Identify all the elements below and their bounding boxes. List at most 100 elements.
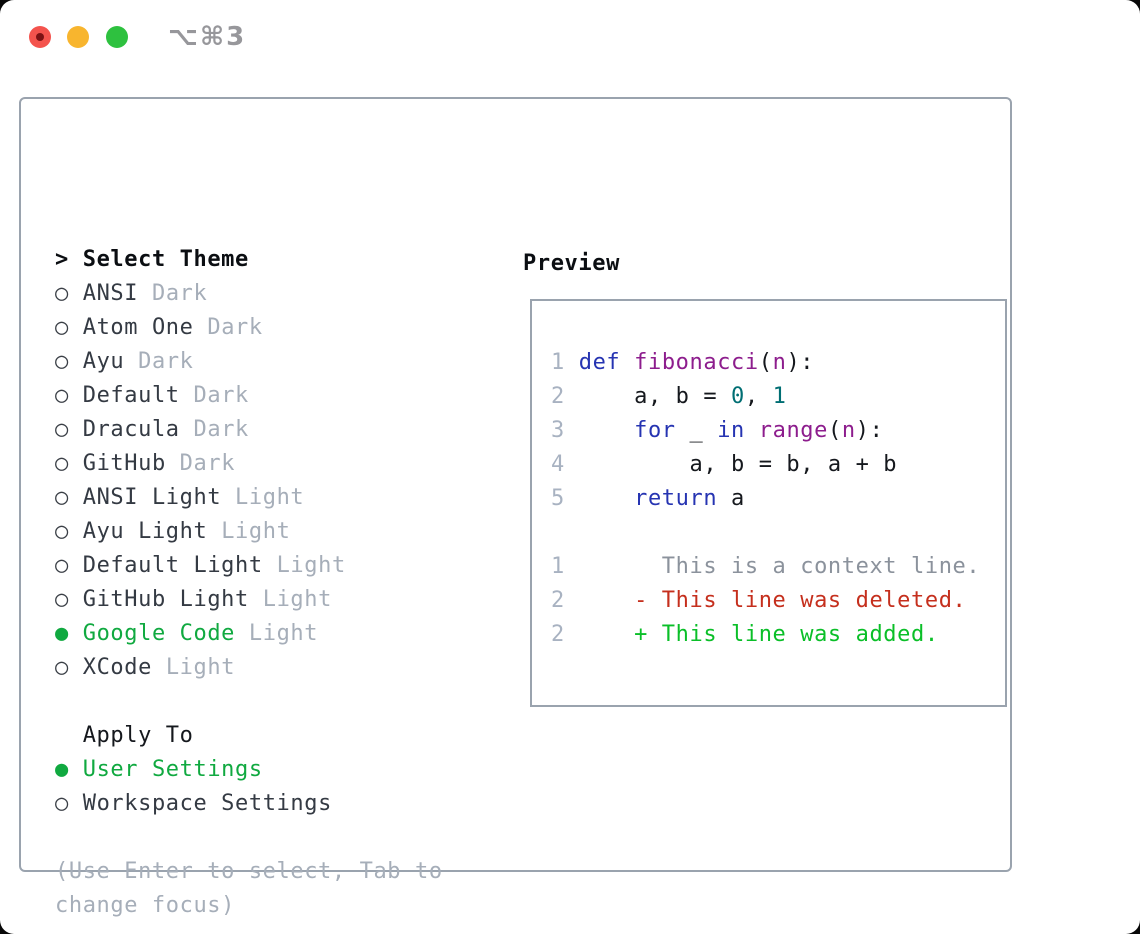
theme-variant: Dark <box>138 349 194 374</box>
radio-icon: ○ <box>55 519 69 544</box>
line-number: 3 <box>551 418 565 443</box>
theme-variant: Light <box>221 519 291 544</box>
theme-variant: Light <box>235 485 305 510</box>
code-segment-plain <box>745 418 759 443</box>
line-number: 1 <box>551 350 565 375</box>
theme-selector-column: > Select Theme ○ ANSI Dark○ Atom One Dar… <box>55 243 495 923</box>
theme-name: Default <box>82 383 180 408</box>
theme-option-xcode[interactable]: ○ XCode Light <box>55 651 495 685</box>
help-text: (Use Enter to select, Tab to change focu… <box>55 859 443 918</box>
select-theme-header: > Select Theme <box>55 243 495 277</box>
theme-variant: Light <box>165 655 236 680</box>
radio-icon: ○ <box>55 315 69 340</box>
theme-variant: Dark <box>151 281 208 306</box>
theme-variant: Dark <box>207 315 263 340</box>
code-segment-keyword: in <box>717 418 745 443</box>
theme-list: ○ ANSI Dark○ Atom One Dark○ Ayu Dark○ De… <box>55 277 495 685</box>
theme-option-default-light[interactable]: ○ Default Light Light <box>55 549 495 583</box>
apply-option-user-settings[interactable]: ● User Settings <box>55 753 495 787</box>
code-segment-plain: a, b = b, a + b <box>578 452 898 477</box>
radio-icon: ○ <box>55 451 69 476</box>
apply-to-list: ● User Settings○ Workspace Settings <box>55 753 495 821</box>
theme-name: GitHub Light <box>82 587 249 612</box>
theme-name: Ayu Light <box>82 519 208 544</box>
code-segment-plain: ( <box>828 418 842 443</box>
theme-name: ANSI Light <box>82 485 222 510</box>
theme-option-github-light[interactable]: ○ GitHub Light Light <box>55 583 495 617</box>
line-number: 2 <box>551 622 565 647</box>
apply-option-label: User Settings <box>82 757 263 782</box>
line-number: 2 <box>551 588 565 613</box>
code-segment-literal: 0 <box>731 384 745 409</box>
preview-line: 2 + This line was added. <box>551 618 1005 652</box>
preview-line: 2 - This line was deleted. <box>551 584 1005 618</box>
line-number: 2 <box>551 384 565 409</box>
code-segment-function: n <box>841 418 856 443</box>
code-segment-function: n <box>772 350 787 375</box>
zoom-button[interactable] <box>106 26 128 48</box>
apply-option-workspace-settings[interactable]: ○ Workspace Settings <box>55 787 495 821</box>
unsaved-changes-dot <box>36 33 44 41</box>
code-segment-plain: a, b = <box>578 384 732 409</box>
radio-icon: ○ <box>55 791 69 816</box>
code-segment-plain: ( <box>758 350 773 375</box>
line-number: 1 <box>551 554 565 579</box>
theme-variant: Dark <box>179 451 236 476</box>
selected-radio-icon: ● <box>55 757 69 782</box>
radio-icon: ○ <box>55 553 69 578</box>
preview-title: Preview <box>523 251 620 276</box>
code-segment-plain: , <box>744 384 773 409</box>
theme-name: XCode <box>82 655 152 680</box>
apply-to-header: Apply To <box>55 719 495 753</box>
theme-option-default[interactable]: ○ Default Dark <box>55 379 495 413</box>
theme-name: Dracula <box>82 417 180 442</box>
preview-line: 4 a, b = b, a + b <box>551 448 1005 482</box>
radio-icon: ○ <box>55 587 69 612</box>
code-segment-deleted: - This line was deleted. <box>578 588 967 613</box>
apply-to-header-label: Apply To <box>82 723 194 748</box>
code-segment-context: This is a context line. <box>578 554 981 579</box>
theme-variant: Dark <box>193 417 249 442</box>
preview-line: 1 This is a context line. <box>551 550 1005 584</box>
code-segment-keyword: return <box>634 486 718 511</box>
main-panel: > Select Theme ○ ANSI Dark○ Atom One Dar… <box>19 97 1012 918</box>
theme-name: GitHub <box>82 451 166 476</box>
theme-name: Atom One <box>82 315 194 340</box>
code-segment-function: range <box>758 418 828 443</box>
theme-name: Default Light <box>82 553 263 578</box>
theme-option-google-code[interactable]: ● Google Code Light <box>55 617 495 651</box>
radio-icon: ○ <box>55 383 69 408</box>
radio-icon: ○ <box>55 417 69 442</box>
radio-icon: ○ <box>55 281 69 306</box>
theme-option-atom-one[interactable]: ○ Atom One Dark <box>55 311 495 345</box>
preview-line: 1 def fibonacci(n): <box>551 346 1005 380</box>
code-segment-literal: 1 <box>772 384 787 409</box>
preview-line: 5 return a <box>551 482 1005 516</box>
theme-option-ansi[interactable]: ○ ANSI Dark <box>55 277 495 311</box>
code-segment-keyword: def <box>578 350 621 375</box>
spacer <box>55 685 495 719</box>
theme-variant: Dark <box>193 383 249 408</box>
theme-name: ANSI <box>82 281 139 306</box>
code-segment-plain <box>620 350 634 375</box>
radio-icon: ○ <box>55 485 69 510</box>
theme-name: Ayu <box>82 349 125 374</box>
minimize-button[interactable] <box>67 26 89 48</box>
theme-option-ansi-light[interactable]: ○ ANSI Light Light <box>55 481 495 515</box>
apply-option-label: Workspace Settings <box>82 791 332 816</box>
theme-option-dracula[interactable]: ○ Dracula Dark <box>55 413 495 447</box>
close-button[interactable] <box>29 26 51 48</box>
code-segment-plain: a <box>717 486 745 511</box>
theme-variant: Light <box>248 621 319 646</box>
theme-option-ayu-light[interactable]: ○ Ayu Light Light <box>55 515 495 549</box>
radio-icon: ○ <box>55 349 69 374</box>
preview-line: 2 a, b = 0, 1 <box>551 380 1005 414</box>
titlebar: ⌥⌘3 <box>0 0 1140 75</box>
code-segment-added: + This line was added. <box>578 622 939 647</box>
theme-option-github[interactable]: ○ GitHub Dark <box>55 447 495 481</box>
code-segment-keyword: for <box>634 418 676 443</box>
theme-option-ayu[interactable]: ○ Ayu Dark <box>55 345 495 379</box>
code-segment-plain: _ <box>675 418 718 443</box>
code-segment-function: fibonacci <box>634 350 759 375</box>
